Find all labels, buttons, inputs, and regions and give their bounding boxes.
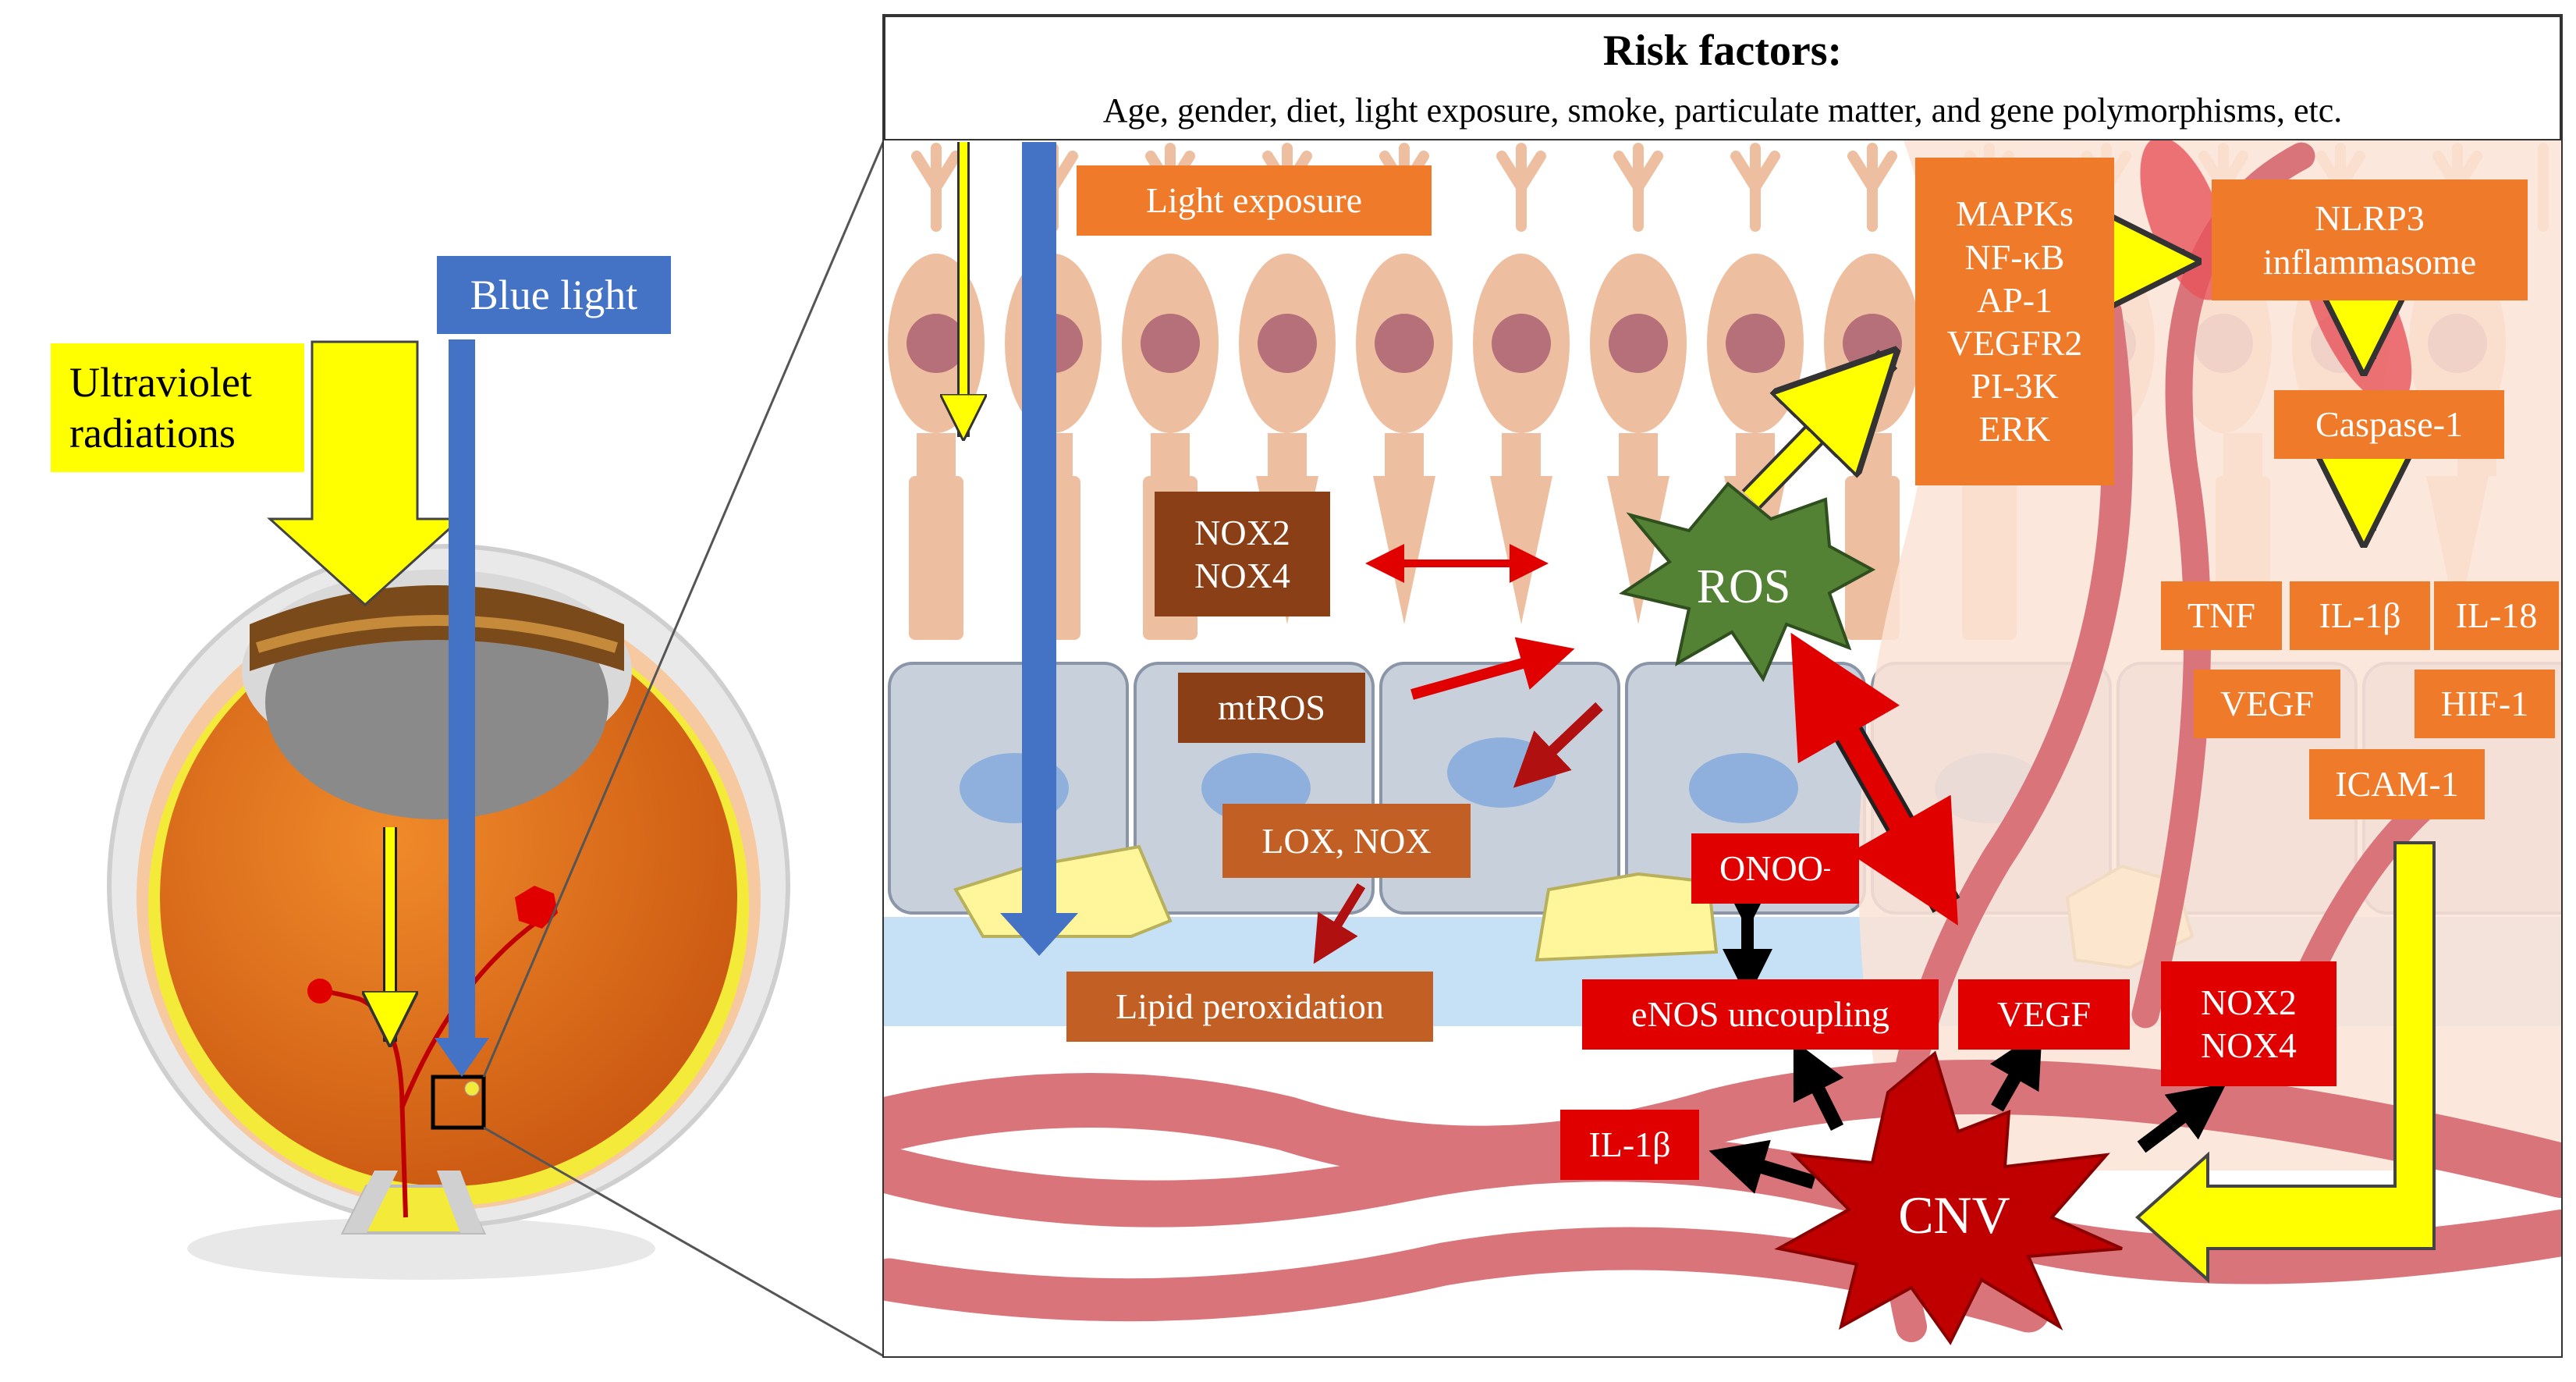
blue-light-panel-arrow — [1022, 142, 1056, 922]
il-1b-red-label: IL-1β — [1560, 1110, 1699, 1180]
onoo-superscript: - — [1822, 855, 1831, 881]
risk-factors-title: Risk factors: — [1602, 27, 1843, 76]
nox2-nox4-brown-label: NOX2 NOX4 — [1155, 492, 1330, 616]
tnf-label: TNF — [2161, 581, 2282, 650]
uv-arrow — [267, 340, 463, 607]
hif-1-label: HIF-1 — [2415, 670, 2555, 738]
uv-label: Ultraviolet radiations — [51, 343, 304, 472]
iris-cornea-section — [250, 585, 624, 671]
blue-light-label: Blue light — [437, 256, 671, 334]
il-18-label: IL-18 — [2434, 581, 2559, 650]
ros-label: ROS — [1697, 560, 1791, 613]
vegf-orange-label: VEGF — [2194, 670, 2340, 738]
risk-factors-text: Age, gender, diet, light exposure, smoke… — [1102, 91, 2343, 130]
enos-uncoupling-label: eNOS uncoupling — [1582, 979, 1939, 1050]
light-exposure-label: Light exposure — [1077, 165, 1432, 236]
zoom-line-top — [482, 140, 885, 1078]
macula-zoom-box — [431, 1075, 486, 1130]
nlrp3-inflammasome-label: NLRP3 inflammasome — [2212, 179, 2528, 300]
mtros-label: mtROS — [1178, 673, 1365, 743]
lipid-peroxidation-label: Lipid peroxidation — [1066, 972, 1433, 1042]
vegf-red-label: VEGF — [1958, 979, 2130, 1050]
icam-to-cnv-arrow — [2134, 841, 2436, 1284]
eye-shadow — [187, 1217, 655, 1280]
ros-star: ROS — [1619, 481, 1876, 683]
caspase-1-label: Caspase-1 — [2274, 390, 2504, 459]
cnv-star: CNV — [1774, 1050, 2123, 1345]
lox-nox-label: LOX, NOX — [1222, 804, 1471, 878]
signaling-pathways-box: MAPKs NF-κB AP-1 VEGFR2 PI-3K ERK — [1915, 158, 2114, 485]
il-1b-label: IL-1β — [2290, 581, 2430, 650]
eye-illustration — [107, 140, 885, 1358]
icam-1-label: ICAM-1 — [2309, 749, 2485, 819]
nox2-nox4-red-label: NOX2 NOX4 — [2161, 961, 2336, 1086]
blue-light-arrow-shaft — [449, 339, 475, 1042]
onoo-label: ONOO- — [1691, 833, 1859, 904]
cnv-label: CNV — [1898, 1185, 2010, 1245]
zoom-line-bottom — [483, 1126, 885, 1358]
pathway-arrows — [963, 142, 2436, 1284]
blue-light-arrow-head — [435, 1038, 489, 1077]
